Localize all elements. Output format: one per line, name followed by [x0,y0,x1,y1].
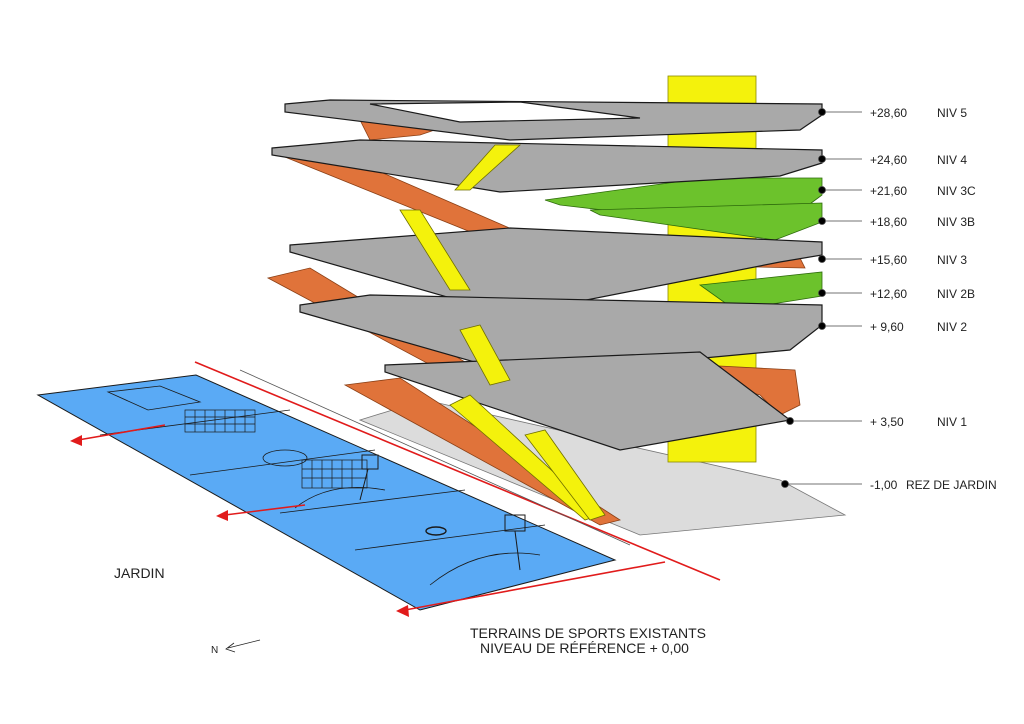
level-elevation: + 9,60 [870,320,904,334]
level-elevation: +18,60 [870,215,907,229]
court-line [354,524,546,551]
level-elevation: + 3,50 [870,415,904,429]
floor-slabs [271,99,823,451]
penalty-box [106,385,202,411]
level-elevation: +15,60 [870,253,907,267]
court-arc [294,487,386,509]
level-elevation: +12,60 [870,287,907,301]
north-indicator: N [211,639,261,656]
sports-courts [36,374,617,611]
reference-arrows [70,361,721,617]
caption-line-1: TERRAINS DE SPORTS EXISTANTS [470,625,706,641]
yellow-stairs [399,144,606,521]
level-name: NIV 2 [937,320,967,334]
center-circle [262,449,308,467]
level-name: NIV 3C [937,184,976,198]
level-name: NIV 4 [937,153,967,167]
slab-niv-5-opening [369,101,641,123]
level-leaders [781,108,862,488]
level-name: NIV 2B [937,287,975,301]
slab-niv-4 [271,139,823,193]
level-labels: +28,60 NIV 5 +24,60 NIV 4 +21,60 NIV 3C … [870,106,997,492]
level-elevation: +24,60 [870,153,907,167]
slab-niv-3 [289,227,823,316]
basketball-hoop [359,454,379,501]
north-label: N [211,645,218,656]
soccer-goal [184,409,256,433]
court-line [279,489,466,514]
court-line [189,449,376,476]
center-circle [425,526,447,536]
court-surface [36,374,617,611]
level-elevation: -1,00 [870,478,898,492]
guide-line [239,369,631,546]
garden-label: JARDIN [114,565,165,581]
level-name: REZ DE JARDIN [906,478,997,492]
level-name: NIV 5 [937,106,967,120]
level-name: NIV 3 [937,253,967,267]
caption-line-2: NIVEAU DE RÉFÉRENCE + 0,00 [480,640,689,656]
north-arrow-icon [227,639,261,649]
level-elevation: +28,60 [870,106,907,120]
basketball-hoop [504,514,526,571]
level-name: NIV 3B [937,215,975,229]
level-elevation: +21,60 [870,184,907,198]
court-arc [429,552,541,586]
green-mezzanines [544,177,823,311]
level-name: NIV 1 [937,415,967,429]
